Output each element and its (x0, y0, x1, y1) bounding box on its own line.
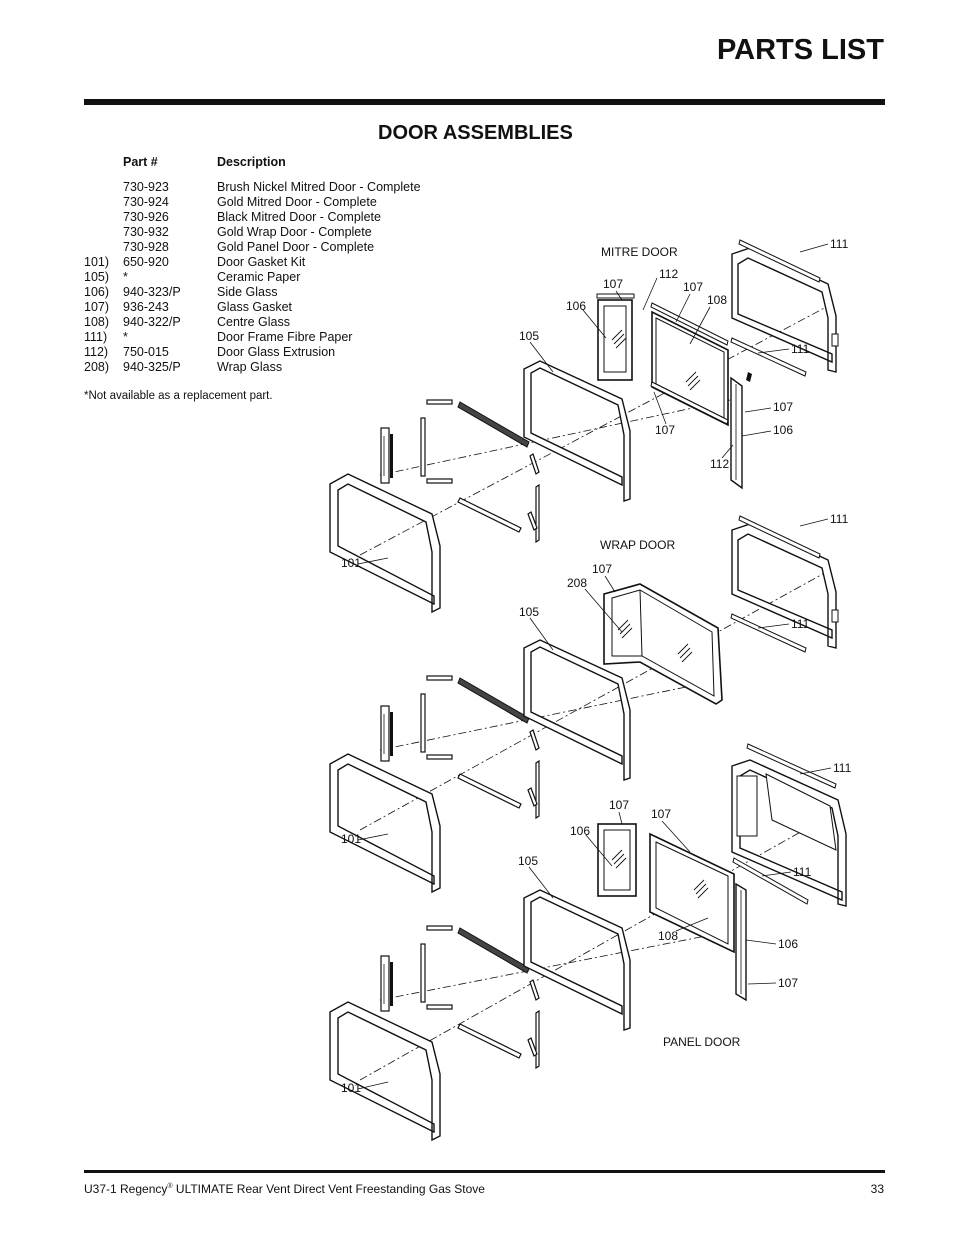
callout-108: 108 (707, 293, 727, 307)
row-index: 107) (84, 300, 110, 314)
row-description: Black Mitred Door - Complete (217, 210, 381, 224)
registered-mark: ® (167, 1183, 173, 1190)
col-header-part: Part # (123, 155, 158, 169)
row-part-number: 940-325/P (123, 360, 181, 374)
row-description: Side Glass (217, 285, 278, 299)
panel-door-title: PANEL DOOR (663, 1035, 741, 1049)
panel-door-assembly (329, 743, 847, 1141)
wrap-door-assembly (329, 515, 839, 893)
row-description: Ceramic Paper (217, 270, 301, 284)
footer-doc-prefix: U37-1 Regency (84, 1182, 168, 1196)
row-index: 112) (84, 345, 109, 359)
callout-105: 105 (519, 329, 539, 343)
row-part-number: * (123, 270, 128, 284)
wrap-door-title: WRAP DOOR (600, 538, 675, 552)
row-description: Door Glass Extrusion (217, 345, 336, 359)
callout-112: 112 (710, 457, 729, 471)
callout-111: 111 (830, 237, 849, 251)
row-description: Gold Wrap Door - Complete (217, 225, 372, 239)
callout-111: 111 (791, 342, 810, 356)
row-index: 106) (84, 285, 110, 299)
row-part-number: 750-015 (123, 345, 169, 359)
page-number: 33 (870, 1182, 884, 1196)
callout-111: 111 (830, 512, 849, 526)
row-part-number: 936-243 (123, 300, 169, 314)
row-description: Door Gasket Kit (217, 255, 306, 269)
footer-doc-suffix: ULTIMATE Rear Vent Direct Vent Freestand… (172, 1182, 485, 1196)
mitre-labels: MITRE DOOR 111 111 107 112 107 108 106 1… (341, 237, 849, 570)
callout-105: 105 (519, 605, 539, 619)
page-title: PARTS LIST (716, 34, 884, 66)
top-rule (84, 99, 885, 105)
row-description: Gold Panel Door - Complete (217, 240, 375, 254)
mitre-door-title: MITRE DOOR (601, 245, 678, 259)
row-description: Wrap Glass (217, 360, 283, 374)
callout-101: 101 (341, 556, 361, 570)
row-part-number: 650-920 (123, 255, 169, 269)
bottom-rule (84, 1170, 885, 1173)
callout-107: 107 (603, 277, 623, 291)
callout-105: 105 (518, 854, 538, 868)
row-part-number: 730-926 (123, 210, 169, 224)
callout-101: 101 (341, 1081, 361, 1095)
callout-107: 107 (592, 562, 612, 576)
callout-107: 107 (773, 400, 793, 414)
row-part-number: 730-928 (123, 240, 169, 254)
row-index: 208) (84, 360, 110, 374)
callout-106: 106 (778, 937, 798, 951)
row-part-number: * (123, 330, 128, 344)
callout-208: 208 (567, 576, 587, 590)
row-index: 101) (84, 255, 110, 269)
row-part-number: 940-323/P (123, 285, 181, 299)
callout-107: 107 (655, 423, 675, 437)
row-description: Glass Gasket (217, 300, 293, 314)
callout-111: 111 (793, 865, 812, 879)
callout-106: 106 (570, 824, 590, 838)
callout-101: 101 (341, 832, 361, 846)
footnote: *Not available as a replacement part. (84, 390, 273, 402)
row-part-number: 940-322/P (123, 315, 181, 329)
section-title: DOOR ASSEMBLIES (378, 122, 573, 144)
row-description: Brush Nickel Mitred Door - Complete (217, 180, 421, 194)
row-description: Gold Mitred Door - Complete (217, 195, 377, 209)
row-description: Centre Glass (217, 315, 290, 329)
row-part-number: 730-923 (123, 180, 169, 194)
wrap-labels: WRAP DOOR 111 111 107 208 105 101 (341, 512, 849, 846)
callout-111: 111 (833, 761, 852, 775)
callout-107: 107 (609, 798, 629, 812)
row-index: 108) (84, 315, 110, 329)
row-description: Door Frame Fibre Paper (217, 330, 353, 344)
panel-labels: 111 111 107 107 106 105 108 106 107 PANE… (341, 761, 852, 1095)
callout-106: 106 (566, 299, 586, 313)
callout-107: 107 (683, 280, 703, 294)
callout-108: 108 (658, 929, 678, 943)
callout-106: 106 (773, 423, 793, 437)
callout-111: 111 (791, 617, 810, 631)
callout-107: 107 (651, 807, 671, 821)
footer-document-title: U37-1 Regency® ULTIMATE Rear Vent Direct… (84, 1182, 485, 1196)
row-index: 105) (84, 270, 110, 284)
mitre-door-assembly (329, 239, 839, 613)
row-part-number: 730-932 (123, 225, 169, 239)
callout-107: 107 (778, 976, 798, 990)
callout-112: 112 (659, 267, 678, 281)
row-part-number: 730-924 (123, 195, 169, 209)
row-index: 111) (84, 330, 108, 344)
col-header-description: Description (217, 155, 286, 169)
